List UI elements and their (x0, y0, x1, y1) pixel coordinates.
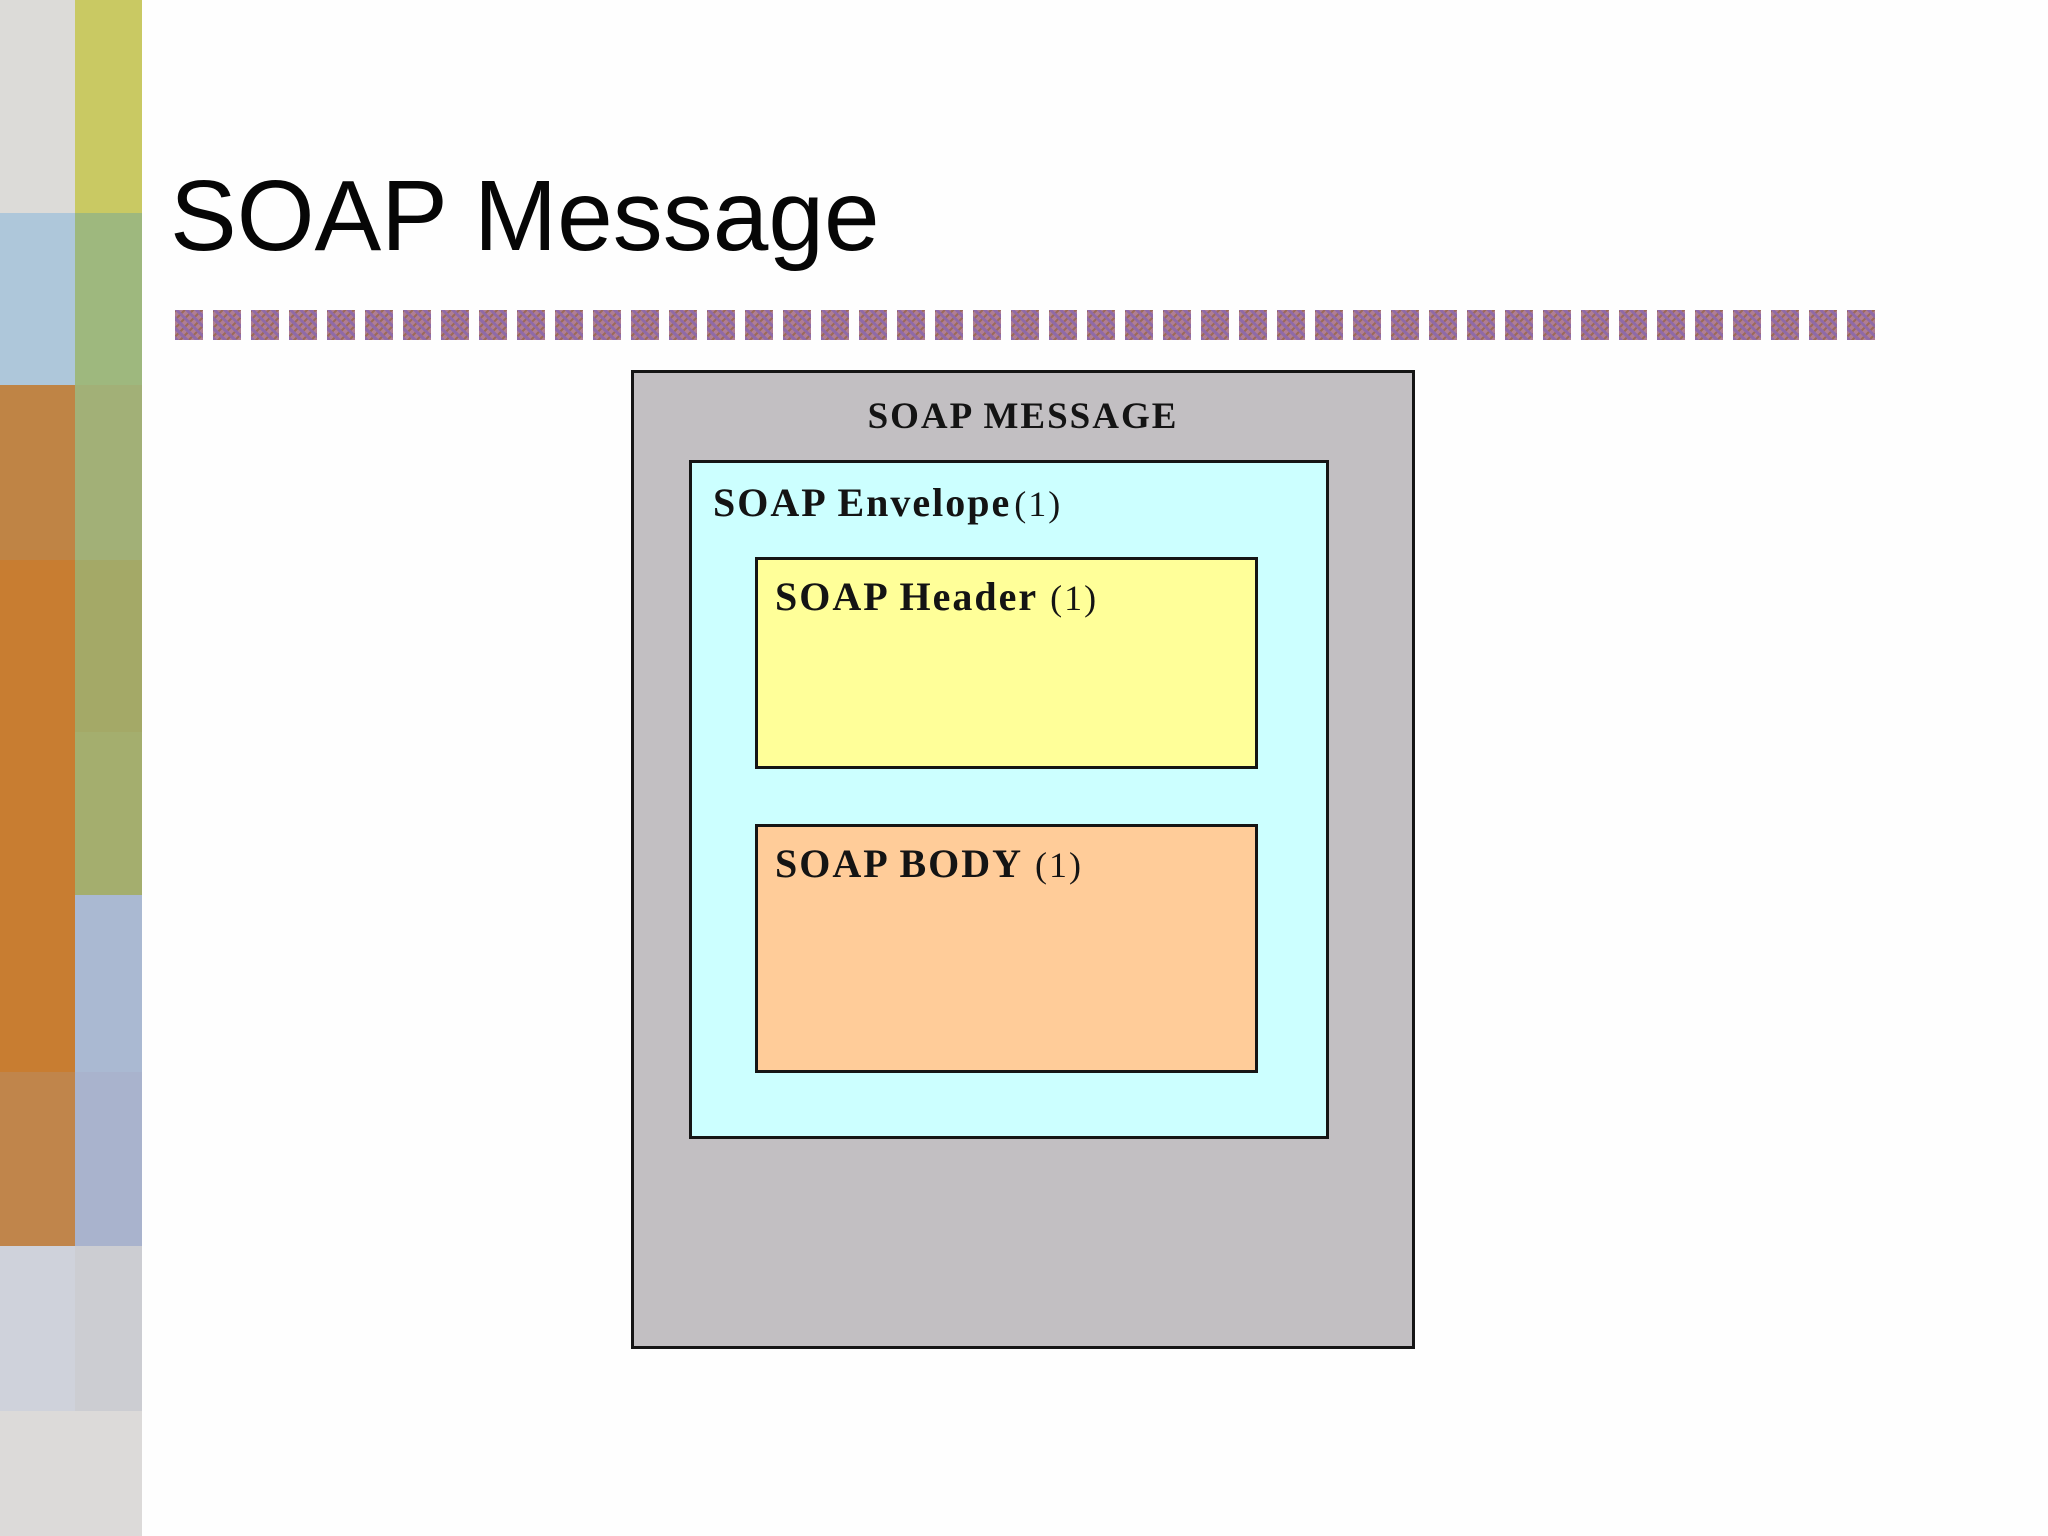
soap-body-box: SOAP BODY (1) (755, 824, 1258, 1073)
sidebar-color-block (75, 1246, 142, 1411)
separator-square (175, 310, 203, 340)
separator-square (1011, 310, 1039, 340)
separator-square (669, 310, 697, 340)
separator-square (1619, 310, 1647, 340)
separator-square (1315, 310, 1343, 340)
title-separator (175, 310, 1875, 340)
separator-square (403, 310, 431, 340)
separator-square (1201, 310, 1229, 340)
separator-square (1391, 310, 1419, 340)
soap-header-name: SOAP Header (775, 574, 1039, 619)
sidebar-color-block (0, 1411, 75, 1536)
separator-square (859, 310, 887, 340)
separator-square (1809, 310, 1837, 340)
separator-square (1467, 310, 1495, 340)
separator-square (821, 310, 849, 340)
separator-square (707, 310, 735, 340)
sidebar-color-block (0, 1246, 75, 1411)
separator-square (365, 310, 393, 340)
separator-square (1695, 310, 1723, 340)
separator-square (289, 310, 317, 340)
slide-title: SOAP Message (170, 160, 880, 272)
soap-envelope-count: (1) (1014, 484, 1063, 524)
sidebar-decoration (0, 0, 142, 1536)
sidebar-color-block (75, 1411, 142, 1536)
sidebar-color-block (75, 1072, 142, 1246)
separator-square (479, 310, 507, 340)
sidebar-color-block (0, 0, 75, 213)
separator-square (1239, 310, 1267, 340)
sidebar-color-block (75, 560, 142, 732)
soap-envelope-label: SOAP Envelope(1) (713, 479, 1062, 526)
sidebar-color-block (75, 0, 142, 213)
soap-header-box: SOAP Header (1) (755, 557, 1258, 769)
soap-body-label: SOAP BODY (1) (775, 840, 1083, 887)
separator-square (1087, 310, 1115, 340)
separator-square (1429, 310, 1457, 340)
sidebar-color-block (0, 213, 75, 385)
separator-square (745, 310, 773, 340)
separator-square (935, 310, 963, 340)
sidebar-color-block (75, 385, 142, 560)
soap-envelope-box: SOAP Envelope(1) SOAP Header(1) SOAP BOD… (689, 460, 1329, 1139)
separator-square (897, 310, 925, 340)
separator-square (213, 310, 241, 340)
separator-square (517, 310, 545, 340)
sidebar-color-block (75, 895, 142, 1072)
separator-square (327, 310, 355, 340)
separator-square (631, 310, 659, 340)
separator-square (1163, 310, 1191, 340)
soap-message-box: SOAP MESSAGE SOAP Envelope(1) SOAP Heade… (631, 370, 1415, 1349)
soap-message-label: SOAP MESSAGE (867, 396, 1179, 437)
soap-body-count: (1) (1035, 845, 1084, 885)
separator-square (555, 310, 583, 340)
soap-header-count: (1) (1050, 578, 1099, 618)
separator-square (593, 310, 621, 340)
soap-header-label: SOAP Header (1) (775, 573, 1098, 620)
separator-square (1581, 310, 1609, 340)
sidebar-color-block (0, 385, 75, 560)
separator-square (1277, 310, 1305, 340)
soap-body-name: SOAP BODY (775, 841, 1024, 886)
separator-square (251, 310, 279, 340)
separator-square (783, 310, 811, 340)
separator-square (1125, 310, 1153, 340)
separator-square (441, 310, 469, 340)
separator-square (1733, 310, 1761, 340)
soap-envelope-name: SOAP Envelope (713, 480, 1012, 525)
separator-square (1505, 310, 1533, 340)
sidebar-color-block (0, 732, 75, 895)
separator-square (1657, 310, 1685, 340)
separator-square (1543, 310, 1571, 340)
sidebar-color-block (75, 732, 142, 895)
separator-square (1353, 310, 1381, 340)
sidebar-color-block (0, 895, 75, 1072)
sidebar-color-block (0, 560, 75, 732)
separator-square (973, 310, 1001, 340)
sidebar-color-block (75, 213, 142, 385)
separator-square (1847, 310, 1875, 340)
sidebar-color-block (0, 1072, 75, 1246)
separator-square (1049, 310, 1077, 340)
separator-square (1771, 310, 1799, 340)
